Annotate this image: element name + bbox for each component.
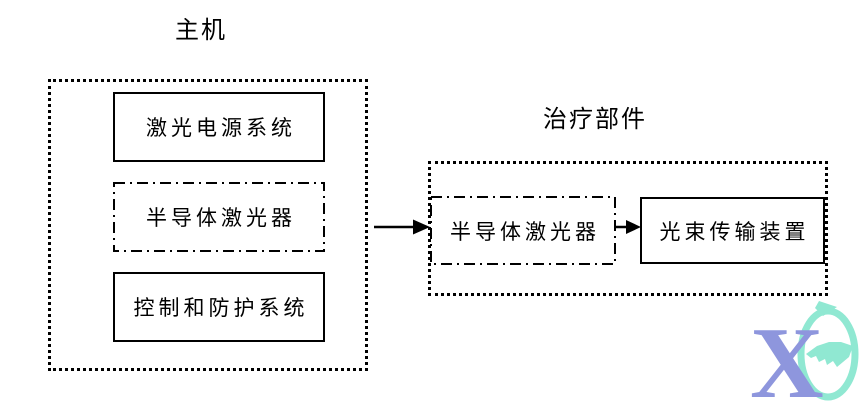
- treatment-section-title: 治疗部件: [543, 107, 647, 133]
- xc-watermark-logo: X: [750, 301, 859, 410]
- box-control-protection-system-label: 控制和防护系统: [133, 296, 309, 320]
- box-control-protection-system: 控制和防护系统: [113, 272, 325, 342]
- box-laser-power-system: 激光电源系统: [113, 92, 325, 162]
- host-dotted-container: [48, 79, 368, 371]
- logo-leaf-icon: [806, 342, 853, 367]
- box-laser-power-system-label: 激光电源系统: [146, 116, 296, 140]
- box-semiconductor-laser-treatment: 半导体激光器: [430, 196, 616, 265]
- host-section-title: 主机: [175, 18, 227, 44]
- box-semiconductor-laser-treatment-label: 半导体激光器: [450, 219, 600, 244]
- box-semiconductor-laser-host-label: 半导体激光器: [146, 206, 296, 230]
- logo-swoosh-arrow-icon: [815, 301, 837, 316]
- logo-x-glyph: X: [750, 307, 824, 410]
- box-beam-delivery-device-label: 光束传输装置: [659, 219, 810, 244]
- box-beam-delivery-device: 光束传输装置: [640, 197, 825, 264]
- logo-c-glyph: [797, 301, 859, 401]
- box-semiconductor-laser-host: 半导体激光器: [113, 182, 325, 252]
